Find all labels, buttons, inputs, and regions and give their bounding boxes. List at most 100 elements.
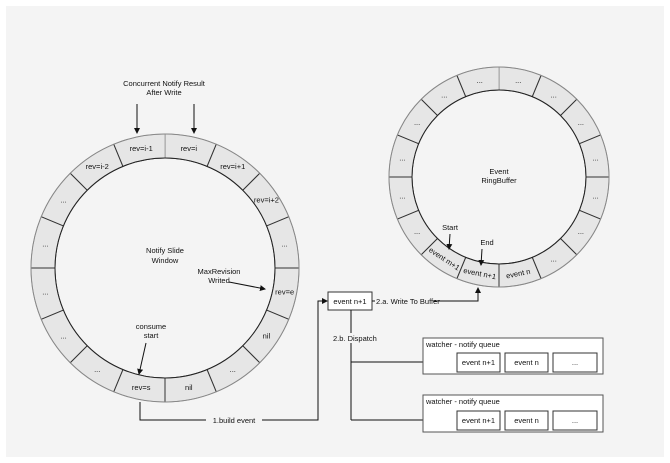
segment-label: ...: [399, 153, 405, 162]
concurrent-label: Concurrent Notify Result: [123, 79, 206, 88]
segment-divider: [531, 75, 542, 97]
segment-divider: [420, 98, 438, 116]
segment-label: nil: [263, 331, 271, 340]
segment-label: rev=i+1: [220, 162, 245, 171]
segment-label: rev=s: [132, 383, 151, 392]
ringbuffer-title-2: RingBuffer: [481, 176, 517, 185]
start-label: Start: [442, 223, 459, 232]
queue-item: [504, 410, 549, 431]
segment-label: ...: [230, 365, 236, 374]
segment-label: rev=e: [275, 287, 294, 296]
build-event-label: 1.build event: [213, 416, 256, 425]
segment-label: ...: [42, 240, 48, 249]
consume-start-label-2: start: [144, 331, 160, 340]
ring-inner-edge: [411, 89, 587, 265]
arrow-end: [478, 248, 485, 266]
segment-label: ...: [94, 365, 100, 374]
segment-label: ...: [592, 192, 598, 201]
segment-label: ...: [515, 76, 521, 85]
segment-label: ...: [578, 118, 584, 127]
end-label: End: [480, 238, 493, 247]
slide-window-title: Notify Slide: [146, 246, 184, 255]
slide-window-title-2: Window: [152, 256, 179, 265]
queue-item-label: ...: [572, 416, 578, 425]
max-revision-label-2: Writed: [208, 276, 230, 285]
segment-divider: [113, 144, 124, 167]
queue-item-label: event n+1: [462, 416, 495, 425]
arrow-consume-start: [137, 342, 147, 375]
arrow-max-revision: [228, 281, 266, 291]
ringbuffer-title: Event: [489, 167, 509, 176]
segment-label: ...: [414, 118, 420, 127]
segment-divider: [579, 209, 601, 220]
segment-divider: [206, 144, 217, 167]
concurrent-label-2: After Write: [146, 88, 181, 97]
build-event-connector: [139, 298, 328, 421]
segment-divider: [420, 238, 438, 256]
label-bg: [206, 415, 262, 425]
segment-divider: [242, 172, 261, 191]
segment-label: ...: [414, 227, 420, 236]
segment-divider: [531, 257, 542, 279]
segment-divider: [266, 216, 289, 227]
segment-divider: [397, 134, 419, 145]
segment-label: ...: [282, 240, 288, 249]
watcher-queue-title: watcher - notify queue: [425, 340, 500, 349]
segment-label: ...: [399, 192, 405, 201]
segment-divider: [69, 172, 88, 191]
queue-item-label: event n: [514, 358, 539, 367]
segment-label: rev=i: [181, 144, 198, 153]
queue-item-label: event n: [514, 416, 539, 425]
segment-label: ...: [551, 254, 557, 263]
segment-divider: [397, 209, 419, 220]
segment-label: ...: [60, 196, 66, 205]
segment-label: ...: [592, 153, 598, 162]
segment-label: rev=i+2: [254, 196, 279, 205]
queue-item: [552, 352, 598, 373]
ring-outer: [388, 66, 610, 288]
segment-divider: [560, 98, 578, 116]
queue-item: [504, 352, 549, 373]
segment-label: ...: [60, 331, 66, 340]
queue-item-label: event n+1: [462, 358, 495, 367]
segment-divider: [41, 309, 64, 320]
arrow-start: [446, 233, 453, 250]
queue-item: [456, 352, 501, 373]
segment-label: rev=i-1: [130, 144, 153, 153]
segment-divider: [560, 238, 578, 256]
ring-outer: [30, 133, 300, 403]
segment-label: ...: [441, 91, 447, 100]
write-to-buffer-label: 2.a. Write To Buffer: [376, 297, 440, 306]
segment-label: ...: [578, 227, 584, 236]
ring-inner-edge: [54, 157, 276, 379]
queue-item: [552, 410, 598, 431]
label-bg: [333, 333, 373, 343]
consume-start-label: consume: [136, 322, 166, 331]
segment-divider: [69, 345, 88, 364]
ring-inner: [54, 157, 276, 379]
event-box-label: event n+1: [333, 297, 366, 306]
queue-item: [456, 410, 501, 431]
max-revision-label: MaxRevision: [198, 267, 241, 276]
segment-label: ...: [477, 76, 483, 85]
segment-divider: [242, 345, 261, 364]
notify-slide-window-ring: rev=i rev=i+1 rev=i+2... rev=e nil... nil rev=…: [30, 133, 300, 403]
segment-label: ...: [551, 91, 557, 100]
queue-item-label: ...: [572, 358, 578, 367]
segment-divider: [113, 369, 124, 392]
segment-label: nil: [185, 383, 193, 392]
dispatch-label: 2.b. Dispatch: [333, 334, 377, 343]
watcher-queue: watcher - notify queue event n+1 event n…: [422, 394, 604, 433]
segment-divider: [456, 75, 467, 97]
watcher-queue-title: watcher - notify queue: [425, 397, 500, 406]
segment-divider: [456, 257, 467, 279]
segment-label: rev=i-2: [86, 162, 109, 171]
segment-label: ...: [42, 287, 48, 296]
segment-divider: [41, 216, 64, 227]
watcher-queue: watcher - notify queue event n+1 event n…: [422, 337, 604, 375]
segment-divider: [206, 369, 217, 392]
segment-divider: [579, 134, 601, 145]
segment-divider: [266, 309, 289, 320]
